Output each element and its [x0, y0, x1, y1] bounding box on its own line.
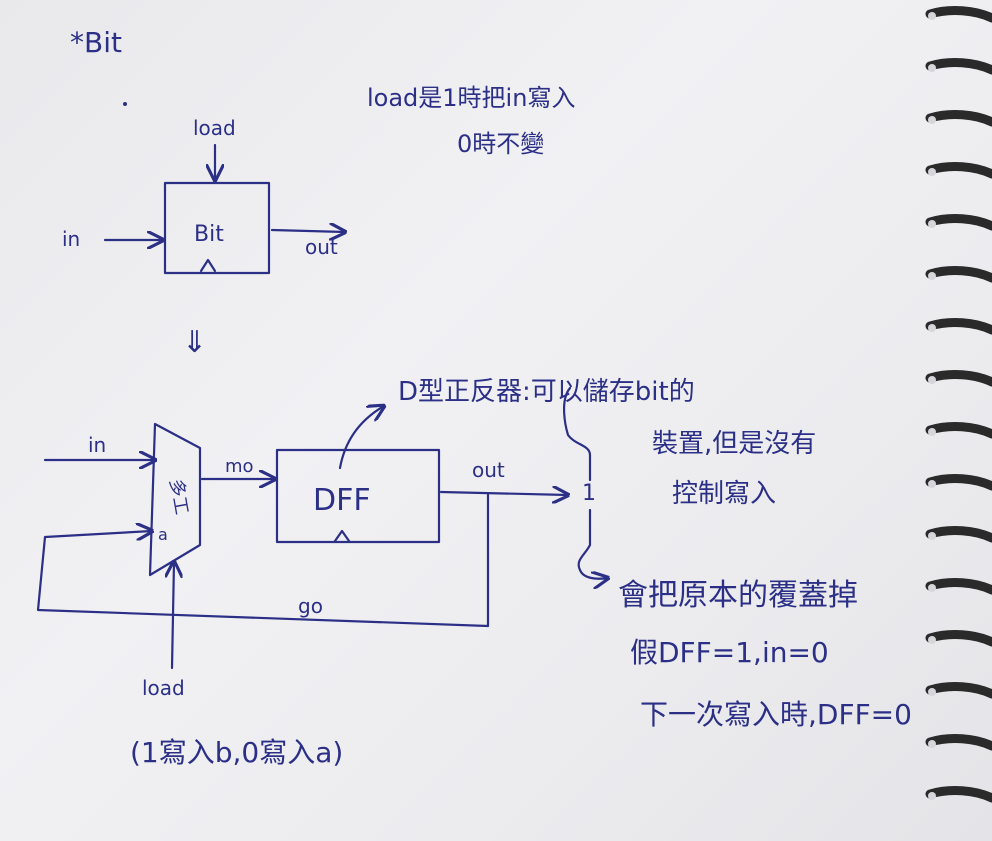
binding-hole	[928, 792, 936, 800]
binding-ring	[925, 682, 992, 699]
binding-ring	[925, 734, 992, 751]
bracket-upper	[563, 386, 592, 482]
binding-ring	[925, 266, 992, 283]
binding-hole	[928, 168, 936, 176]
binding-ring	[925, 214, 992, 231]
circuit-in-label: in	[88, 433, 106, 457]
bit-block-diagram: load Bit in out	[62, 116, 345, 275]
mux-load-arrow	[172, 562, 174, 670]
binding-hole	[928, 584, 936, 592]
annotation-dff: D型正反器:可以儲存bit的 裝置,但是沒有 控制寫入	[338, 377, 816, 579]
binding-ring	[925, 422, 992, 439]
dot-mark	[123, 102, 127, 106]
binding-ring	[925, 58, 992, 75]
note-top-line2: 0時不變	[457, 130, 544, 158]
page-title: *Bit	[70, 26, 122, 59]
mux-dff-circuit: in 多工 a mo DFF out 1 go load	[36, 422, 596, 700]
feedback-loop	[36, 492, 490, 628]
binding-ring	[925, 474, 992, 491]
annotation-dff-line1: D型正反器:可以儲存bit的	[398, 377, 695, 407]
annotation-overwrite-line3: 下一次寫入時,DFF=0	[640, 698, 912, 731]
binding-hole	[928, 12, 936, 20]
dff-box	[275, 448, 441, 544]
note-top-line1: load是1時把in寫入	[367, 84, 575, 112]
bit-out-label: out	[305, 235, 338, 259]
dff-clock-icon	[333, 529, 351, 543]
annotation-overwrite-line2: 假DFF=1,in=0	[630, 636, 829, 669]
binding-ring	[925, 162, 992, 179]
bit-in-label: in	[62, 227, 80, 251]
mo-label: mo	[225, 456, 254, 477]
bit-clock-icon	[199, 258, 217, 273]
mux-note: (1寫入b,0寫入a)	[130, 736, 343, 769]
binding-hole	[928, 220, 936, 228]
binding-ring	[925, 110, 992, 127]
bracket-lower	[577, 508, 608, 579]
binding-ring	[925, 578, 992, 595]
annotation-overwrite-line1: 會把原本的覆蓋掉	[618, 578, 858, 613]
binding-hole	[928, 376, 936, 384]
binding-ring	[925, 318, 992, 335]
bit-load-label: load	[193, 116, 236, 140]
spiral-binding	[925, 6, 992, 803]
bit-out-arrow	[270, 230, 345, 232]
binding-ring	[925, 630, 992, 647]
annotation-overwrite: 會把原本的覆蓋掉 假DFF=1,in=0 下一次寫入時,DFF=0	[618, 578, 912, 731]
dff-annotation-arrow	[338, 406, 384, 470]
mux-a-label: a	[158, 525, 168, 544]
binding-hole	[928, 636, 936, 644]
feedback-label: go	[298, 594, 323, 618]
binding-ring	[925, 370, 992, 387]
dff-label: DFF	[313, 483, 371, 518]
binding-hole	[928, 116, 936, 124]
dff-out-label: out	[472, 458, 505, 482]
mux-load-label: load	[142, 676, 185, 700]
binding-hole	[928, 532, 936, 540]
bit-box	[163, 181, 271, 275]
binding-hole	[928, 740, 936, 748]
bit-box-label: Bit	[194, 222, 224, 247]
binding-ring	[925, 786, 992, 803]
binding-hole	[928, 480, 936, 488]
dff-out-arrow	[439, 492, 568, 495]
mux-label: 多工	[165, 477, 192, 516]
binding-hole	[928, 272, 936, 280]
annotation-dff-line2: 裝置,但是沒有	[652, 429, 816, 459]
binding-hole	[928, 324, 936, 332]
binding-hole	[928, 688, 936, 696]
annotation-dff-line3: 控制寫入	[672, 479, 776, 509]
bracket-marker-label: 1	[582, 481, 596, 506]
down-double-arrow-icon: ⇓	[182, 325, 207, 360]
binding-hole	[928, 428, 936, 436]
binding-hole	[928, 64, 936, 72]
binding-ring	[925, 6, 992, 23]
binding-ring	[925, 526, 992, 543]
